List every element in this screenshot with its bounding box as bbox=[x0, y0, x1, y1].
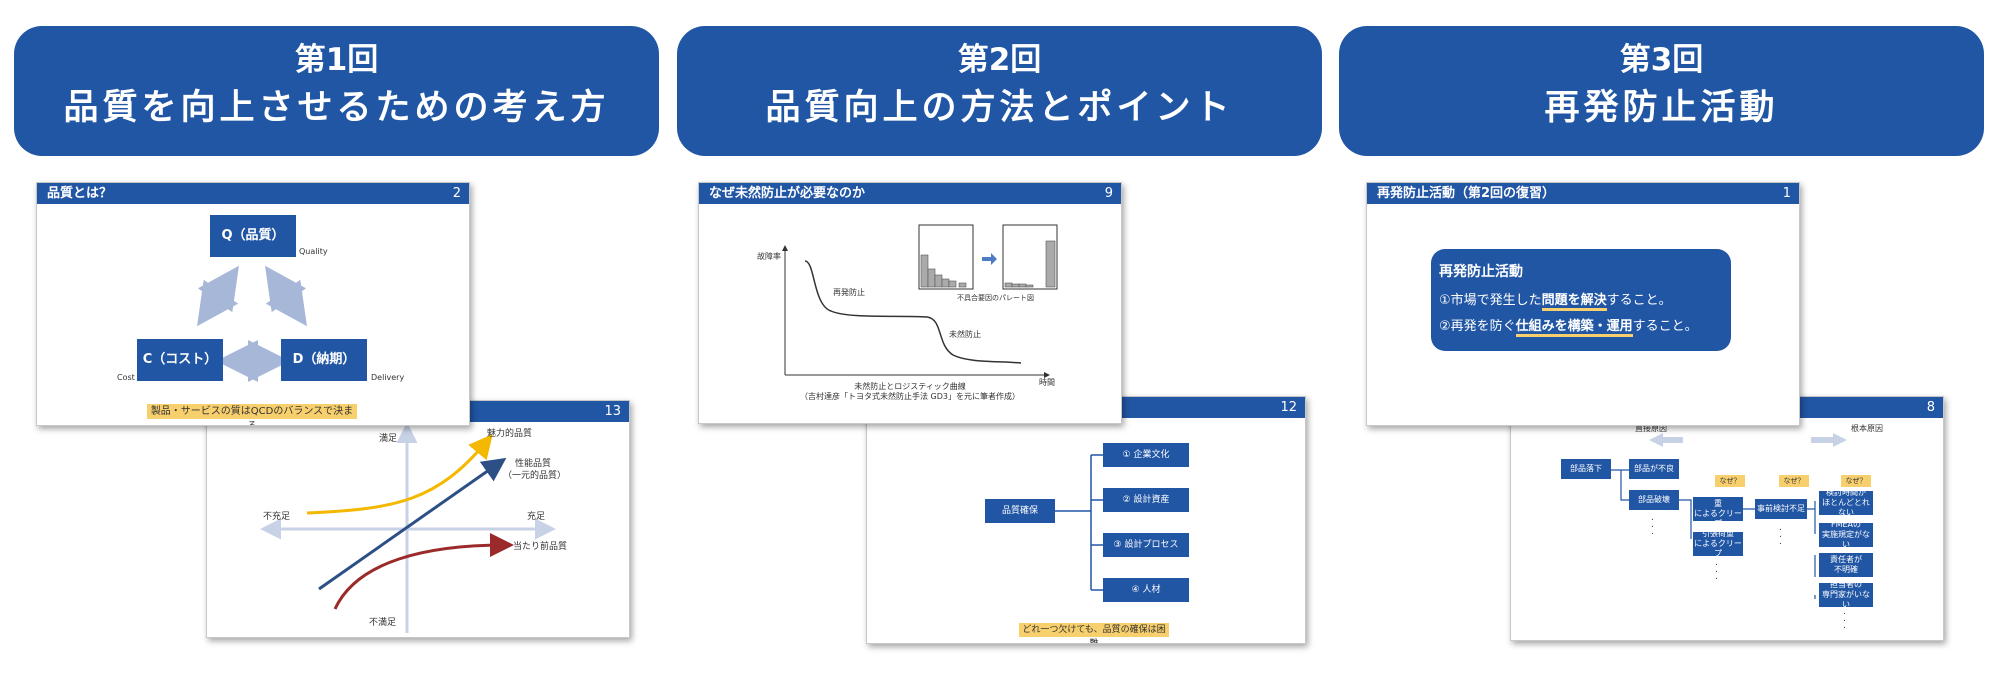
qa-item-design-process: ③ 設計プロセス bbox=[1103, 533, 1189, 557]
qa-root-box: 品質確保 bbox=[985, 499, 1055, 523]
session-3-title: 再発防止活動 bbox=[1544, 88, 1779, 128]
cause-lack-of-review: 事前検討不足 bbox=[1755, 499, 1807, 519]
slide-page-number: 12 bbox=[1280, 400, 1297, 415]
label-insufficient: 不充足 bbox=[263, 512, 291, 522]
label-sufficient: 充足 bbox=[527, 512, 546, 522]
slide-title: 品質とは？ bbox=[47, 186, 113, 201]
label-recurrence-prevention: 再発防止 bbox=[833, 288, 865, 297]
session-1-number: 第1回 bbox=[294, 42, 379, 78]
slide-title-bar: なぜ未然防止が必要なのか 9 bbox=[699, 183, 1121, 204]
slide-page-number: 13 bbox=[604, 404, 621, 419]
slide-quality-assurance[interactable]: 12 品質確保 ① 企業文化 ② 設計資産 ③ 設計プロセス ④ 人材 どれ一つ… bbox=[866, 396, 1306, 644]
must-be-curve bbox=[333, 533, 514, 610]
cause-part-defect: 部品が不良 bbox=[1629, 459, 1679, 479]
session-2-number: 第2回 bbox=[957, 42, 1042, 78]
slide-page-number: 1 bbox=[1782, 186, 1791, 201]
why-tag-2: なぜ？ bbox=[1779, 475, 1809, 487]
qcd-arrows bbox=[197, 265, 307, 382]
slide-kano-model[interactable]: 13 満足 不満足 不充足 充足 魅力的品質 性能品質 （一元的品質） 当たり前… bbox=[206, 400, 630, 638]
cause-moment-creep: モーメント荷重によるクリープ bbox=[1693, 489, 1743, 528]
cause-part-break: 部品破壊 bbox=[1629, 490, 1679, 510]
why-tag-3: なぜ？ bbox=[1841, 475, 1871, 487]
attractive-curve bbox=[306, 434, 493, 515]
why-tree-connectors bbox=[1611, 433, 1847, 599]
session-1-header: 第1回 品質を向上させるための考え方 bbox=[14, 26, 659, 156]
label-satisfied: 満足 bbox=[379, 434, 398, 444]
slide-title-bar: 品質とは？ 2 bbox=[37, 183, 469, 204]
delivery-en-label: Delivery bbox=[371, 373, 405, 382]
label-dissatisfied: 不満足 bbox=[369, 618, 397, 628]
performance-line bbox=[318, 457, 507, 591]
recurrence-line-1: ①市場で発生した問題を解決すること。 bbox=[1439, 289, 1723, 311]
delivery-box: D（納期） bbox=[281, 339, 367, 381]
label-proactive-prevention: 未然防止 bbox=[949, 330, 981, 339]
session-2-header: 第2回 品質向上の方法とポイント bbox=[677, 26, 1322, 156]
failure-rate-curve bbox=[804, 260, 1022, 364]
label-attractive: 魅力的品質 bbox=[487, 429, 533, 439]
qa-item-people: ④ 人材 bbox=[1103, 578, 1189, 602]
recurrence-prevention-box: 再発防止活動 ①市場で発生した問題を解決すること。 ②再発を防ぐ仕組みを構築・運… bbox=[1431, 249, 1731, 351]
cause-no-expert: 担当者の専門家がいない bbox=[1819, 580, 1873, 609]
pareto-caption: 不具合要因のパレート図 bbox=[957, 294, 1034, 302]
y-axis-label: 故障率 bbox=[757, 252, 781, 261]
qa-tree-connectors bbox=[1055, 454, 1103, 591]
cost-en-label: Cost bbox=[117, 373, 135, 382]
x-axis-label: 時間 bbox=[1039, 378, 1055, 387]
cause-no-fmea-rule: FMEAの実施規定がない bbox=[1819, 520, 1873, 549]
chart-source: （吉村達彦「トヨタ式未然防止手法 GD3」を元に筆者作成） bbox=[800, 392, 1020, 401]
recurrence-line-2: ②再発を防ぐ仕組みを構築・運用すること。 bbox=[1439, 315, 1723, 337]
session-3-number: 第3回 bbox=[1619, 42, 1704, 78]
slide-quality-qcd[interactable]: 品質とは？ 2 Q（品質） Quality C（コスト） Cost D（納期） D… bbox=[36, 182, 470, 426]
slide-title-bar: 再発防止活動（第2回の復習） 1 bbox=[1367, 183, 1799, 204]
label-performance: 性能品質 bbox=[515, 459, 552, 469]
qa-item-culture: ① 企業文化 bbox=[1103, 443, 1189, 467]
cause-no-time: 検討時間がほとんどとれない bbox=[1819, 488, 1873, 517]
slide-why-why-analysis[interactable]: 8 直接原因 根本原因 部品落下 部品が不良 部品破壊 ... なぜ？ なぜ？ … bbox=[1510, 396, 1944, 641]
slide-title: なぜ未然防止が必要なのか bbox=[709, 186, 866, 201]
qa-item-design-assets: ② 設計資産 bbox=[1103, 488, 1189, 512]
label-direct-cause: 直接原因 bbox=[1635, 424, 1667, 433]
cost-box: C（コスト） bbox=[137, 339, 223, 381]
qa-note: どれ一つ欠けても、品質の確保は困難 bbox=[1019, 623, 1169, 643]
recurrence-box-title: 再発防止活動 bbox=[1439, 264, 1523, 280]
slide-title: 再発防止活動（第2回の復習） bbox=[1377, 186, 1556, 201]
kano-chart bbox=[260, 422, 556, 633]
cause-unclear-owner: 責任者が不明確 bbox=[1819, 553, 1873, 577]
slide-page-number: 8 bbox=[1926, 400, 1935, 415]
cause-part-fall: 部品落下 bbox=[1561, 459, 1611, 479]
session-1-title: 品質を向上させるための考え方 bbox=[63, 88, 610, 128]
quality-en-label: Quality bbox=[299, 247, 328, 256]
chart-caption: 未然防止とロジスティック曲線 bbox=[854, 382, 966, 391]
session-3-header: 第3回 再発防止活動 bbox=[1339, 26, 1984, 156]
cause-tensile-creep: 引張荷重によるクリープ bbox=[1693, 529, 1743, 558]
label-performance-sub: （一元的品質） bbox=[503, 471, 567, 481]
slide-recurrence-prevention[interactable]: 再発防止活動（第2回の復習） 1 再発防止活動 ①市場で発生した問題を解決すること… bbox=[1366, 182, 1800, 426]
logistic-curve-chart bbox=[782, 224, 1058, 378]
label-root-cause: 根本原因 bbox=[1851, 424, 1883, 433]
why-tag-1: なぜ？ bbox=[1715, 475, 1745, 487]
quality-box: Q（品質） bbox=[210, 215, 296, 257]
qcd-note: 製品・サービスの質はQCDのバランスで決まる bbox=[147, 404, 357, 425]
slide-page-number: 2 bbox=[452, 186, 461, 201]
slide-why-prevention[interactable]: なぜ未然防止が必要なのか 9 故障率 時間 再発防止 未然防止 不具合要因のパレー… bbox=[698, 182, 1122, 424]
slide-page-number: 9 bbox=[1104, 186, 1113, 201]
label-must-be: 当たり前品質 bbox=[513, 542, 568, 552]
session-2-title: 品質向上の方法とポイント bbox=[765, 88, 1234, 128]
